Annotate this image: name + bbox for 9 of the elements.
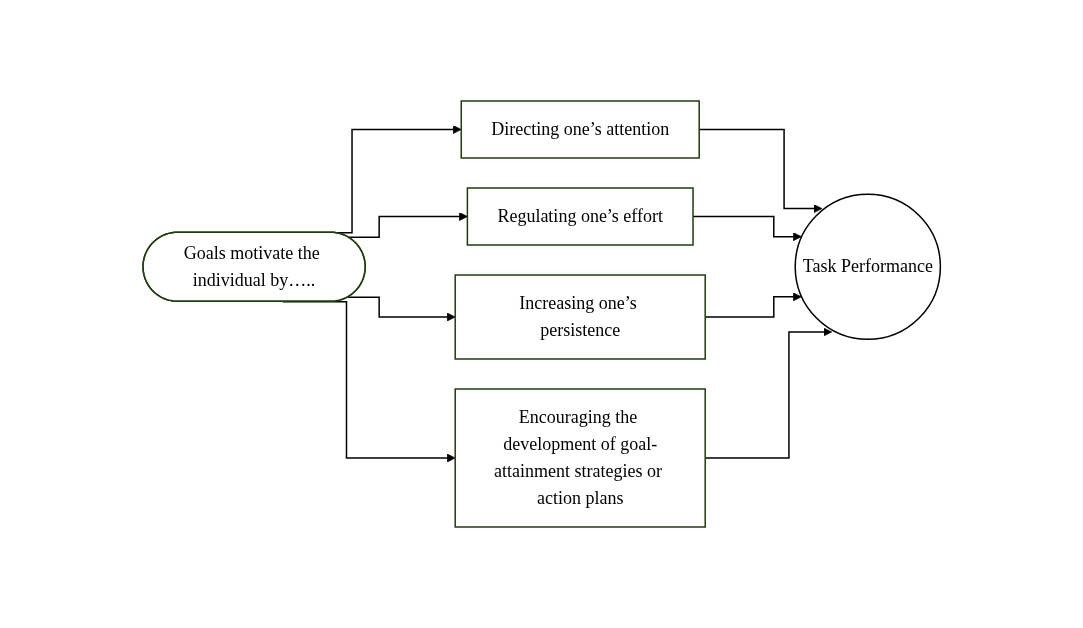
node-circle: Task Performance xyxy=(794,193,941,341)
node-box: Directing one’s attention xyxy=(460,100,700,159)
arrow xyxy=(692,215,802,242)
node-box: Regulating one’s effort xyxy=(466,187,694,246)
node-box: Encouraging the development of goal-attainment strategies or action plans xyxy=(454,388,706,528)
node-box: Increasing one’s persistence xyxy=(454,274,706,360)
arrow xyxy=(347,212,468,238)
arrow xyxy=(347,296,456,322)
arrow xyxy=(698,128,823,213)
